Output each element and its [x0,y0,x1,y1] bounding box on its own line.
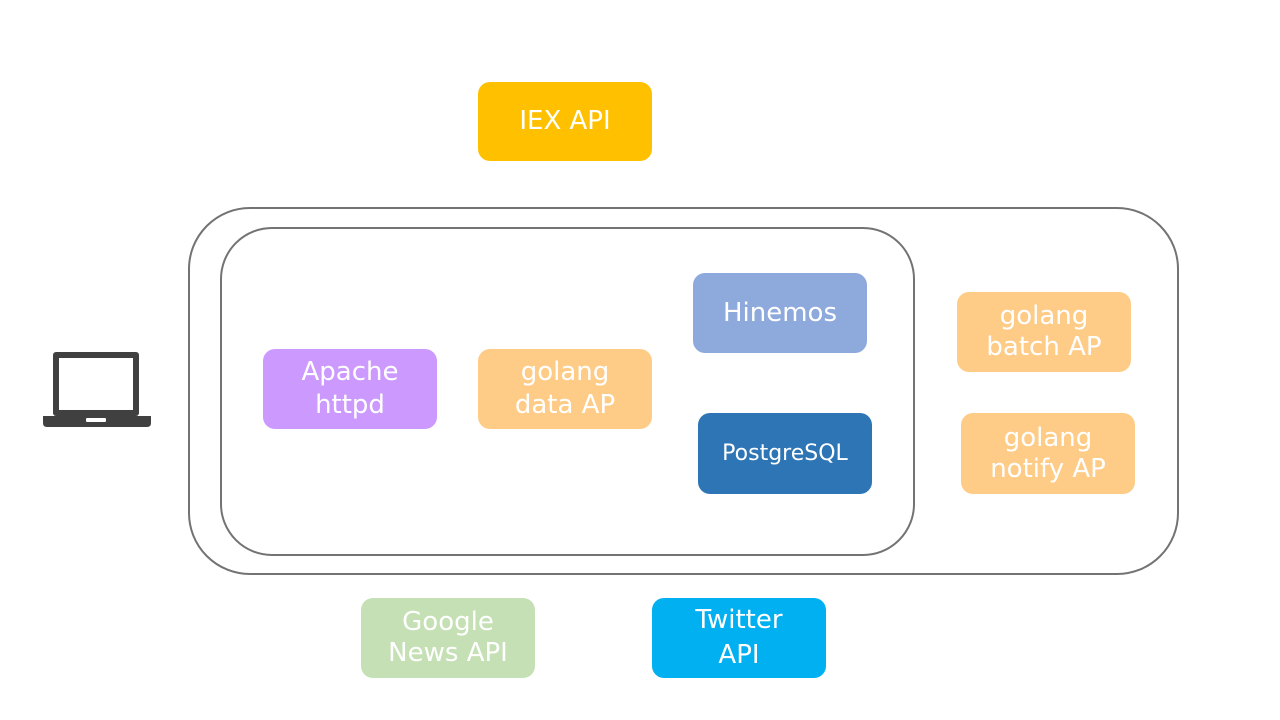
node-label-line: httpd [315,390,385,420]
postgresql-node: PostgreSQL [698,413,872,494]
golang-batch-ap-node: golang batch AP [957,292,1131,372]
node-label-line: golang [520,357,610,387]
server-outer-container [188,207,1179,575]
google-news-api-node: Google News API [361,598,535,678]
iex-api-node: IEX API [478,82,652,161]
node-label-line: IEX API [519,106,611,136]
node-label-line: golang [999,301,1089,331]
node-label-line: batch AP [986,332,1102,362]
node-label-line: API [718,640,760,670]
node-label-line: Google [402,607,494,637]
server-inner-container [220,227,915,556]
node-label-line: golang [1003,422,1093,453]
node-label-line: News API [388,638,508,668]
node-label-line: notify AP [990,453,1106,484]
node-label-line: Hinemos [722,297,838,328]
hinemos-node: Hinemos [693,273,867,353]
node-label-line: data AP [514,390,616,420]
node-label-line: PostgreSQL [722,441,848,466]
node-label-line: Twitter [695,605,783,635]
laptop-icon [43,352,151,427]
node-label-line: Apache [301,357,399,387]
twitter-api-node: Twitter API [652,598,826,678]
golang-data-ap-node: golang data AP [478,349,652,429]
golang-notify-ap-node: golang notify AP [961,413,1135,494]
apache-httpd-node: Apache httpd [263,349,437,429]
